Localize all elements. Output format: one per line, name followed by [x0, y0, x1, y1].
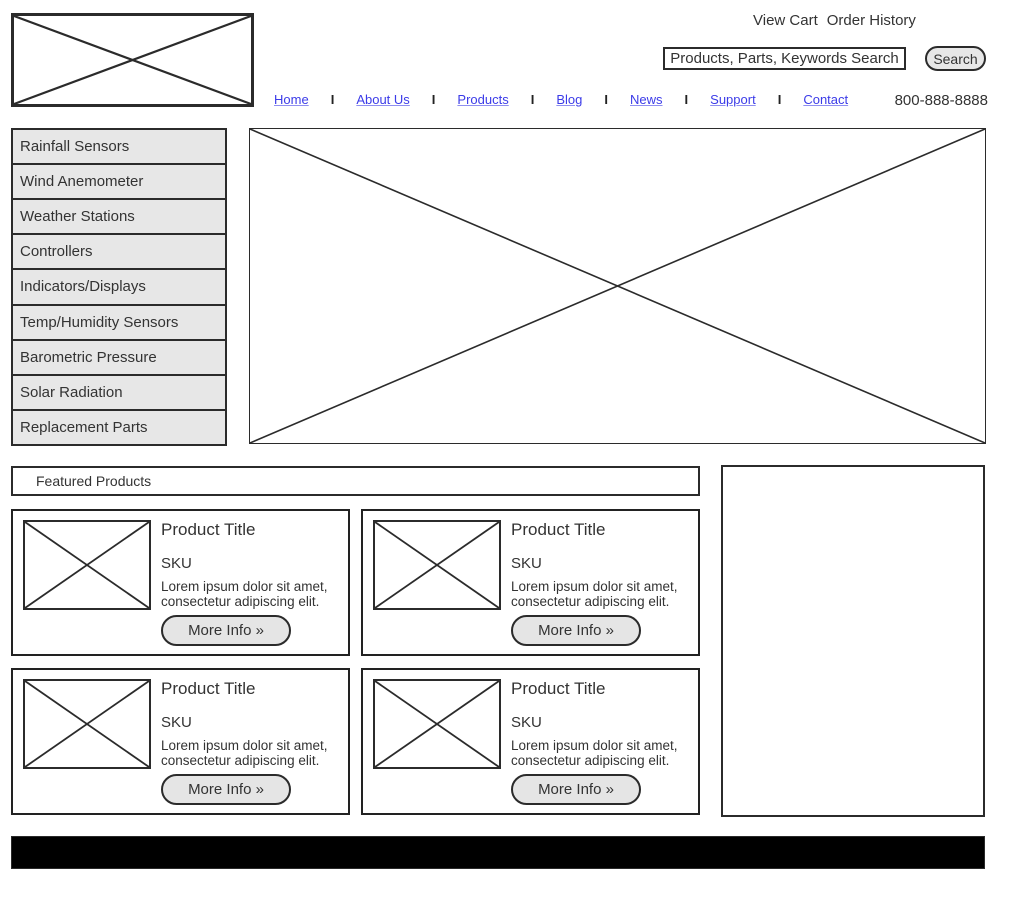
phone-number: 800-888-8888	[894, 92, 988, 109]
right-sidebar-panel	[721, 465, 985, 817]
product-sku: SKU	[161, 555, 192, 572]
nav-separator: I	[604, 92, 609, 107]
nav-link-news[interactable]: News	[630, 92, 663, 107]
nav-separator: I	[330, 92, 335, 107]
search-button[interactable]: Search	[925, 46, 986, 71]
view-cart-link[interactable]: View Cart	[753, 12, 818, 29]
more-info-button[interactable]: More Info »	[511, 615, 641, 646]
sidebar-item-weather-stations[interactable]: Weather Stations	[13, 200, 225, 236]
product-sku: SKU	[511, 555, 542, 572]
product-description: Lorem ipsum dolor sit amet, consectetur …	[511, 738, 678, 768]
hero-banner-placeholder	[249, 128, 986, 444]
image-placeholder-x-icon	[250, 129, 985, 443]
nav-link-blog[interactable]: Blog	[556, 92, 583, 107]
product-image-placeholder	[23, 520, 151, 610]
nav-separator: I	[431, 92, 436, 107]
more-info-button[interactable]: More Info »	[511, 774, 641, 805]
product-description: Lorem ipsum dolor sit amet, consectetur …	[511, 579, 678, 609]
sidebar-item-temp-humidity-sensors[interactable]: Temp/Humidity Sensors	[13, 305, 225, 341]
nav-link-support[interactable]: Support	[710, 92, 756, 107]
image-placeholder-x-icon	[375, 681, 499, 767]
image-placeholder-x-icon	[25, 522, 149, 608]
product-card: Product Title SKU Lorem ipsum dolor sit …	[11, 509, 350, 656]
product-image-placeholder	[373, 679, 501, 769]
product-title: Product Title	[161, 520, 256, 539]
sidebar-item-wind-anemometer[interactable]: Wind Anemometer	[13, 165, 225, 201]
nav-separator: I	[777, 92, 782, 107]
product-sku: SKU	[161, 714, 192, 731]
nav-separator: I	[530, 92, 535, 107]
sidebar-item-barometric-pressure[interactable]: Barometric Pressure	[13, 340, 225, 376]
image-placeholder-x-icon	[375, 522, 499, 608]
logo-placeholder[interactable]	[11, 13, 254, 107]
sidebar-item-indicators-displays[interactable]: Indicators/Displays	[13, 270, 225, 306]
product-card: Product Title SKU Lorem ipsum dolor sit …	[361, 668, 700, 815]
product-card: Product Title SKU Lorem ipsum dolor sit …	[361, 509, 700, 656]
sidebar-item-solar-radiation[interactable]: Solar Radiation	[13, 375, 225, 411]
nav-link-contact[interactable]: Contact	[803, 92, 849, 107]
sidebar-item-replacement-parts[interactable]: Replacement Parts	[13, 410, 225, 444]
more-info-button[interactable]: More Info »	[161, 615, 291, 646]
footer-bar	[11, 836, 985, 869]
product-title: Product Title	[511, 520, 606, 539]
order-history-link[interactable]: Order History	[826, 12, 916, 29]
product-card: Product Title SKU Lorem ipsum dolor sit …	[11, 668, 350, 815]
featured-products-label: Featured Products	[36, 473, 152, 489]
search-input[interactable]	[663, 47, 906, 70]
nav-separator: I	[684, 92, 689, 107]
product-image-placeholder	[373, 520, 501, 610]
product-sku: SKU	[511, 714, 542, 731]
sidebar-item-controllers[interactable]: Controllers	[13, 235, 225, 271]
more-info-button[interactable]: More Info »	[161, 774, 291, 805]
featured-products-heading: Featured Products	[11, 466, 700, 496]
product-title: Product Title	[161, 679, 256, 698]
product-description: Lorem ipsum dolor sit amet, consectetur …	[161, 579, 328, 609]
product-title: Product Title	[511, 679, 606, 698]
main-nav: Home I About Us I Products I Blog I News…	[274, 92, 848, 107]
image-placeholder-x-icon	[14, 16, 251, 104]
nav-link-products[interactable]: Products	[457, 92, 509, 107]
sidebar-item-rainfall-sensors[interactable]: Rainfall Sensors	[13, 130, 225, 166]
product-description: Lorem ipsum dolor sit amet, consectetur …	[161, 738, 328, 768]
category-menu: Rainfall Sensors Wind Anemometer Weather…	[11, 128, 227, 446]
nav-link-home[interactable]: Home	[274, 92, 309, 107]
utility-links: View Cart Order History	[753, 12, 916, 29]
image-placeholder-x-icon	[25, 681, 149, 767]
product-image-placeholder	[23, 679, 151, 769]
nav-link-about-us[interactable]: About Us	[356, 92, 410, 107]
